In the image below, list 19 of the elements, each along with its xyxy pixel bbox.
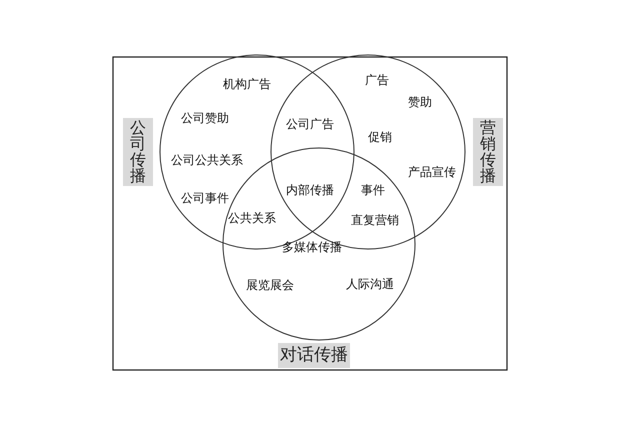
region-label: 广告 [365, 73, 389, 87]
region-label: 事件 [361, 183, 385, 197]
category-label: 公司传播 [123, 118, 153, 186]
region-label: 公司公共关系 [171, 153, 243, 167]
region-label: 内部传播 [286, 183, 334, 197]
region-label: 促销 [368, 130, 392, 144]
region-label: 直复营销 [351, 213, 399, 227]
region-label: 公共关系 [228, 211, 276, 225]
region-label: 展览展会 [246, 278, 294, 292]
region-label: 多媒体传播 [282, 240, 342, 254]
region-label: 公司事件 [181, 191, 229, 205]
region-label: 公司广告 [286, 117, 334, 131]
category-label: 营销传播 [473, 118, 503, 186]
region-label: 公司赞助 [181, 111, 229, 125]
category-label: 对话传播 [278, 343, 350, 368]
region-label: 机构广告 [223, 77, 271, 91]
region-label: 产品宣传 [408, 165, 456, 179]
region-label: 人际沟通 [346, 277, 394, 291]
region-label: 赞助 [408, 95, 432, 109]
